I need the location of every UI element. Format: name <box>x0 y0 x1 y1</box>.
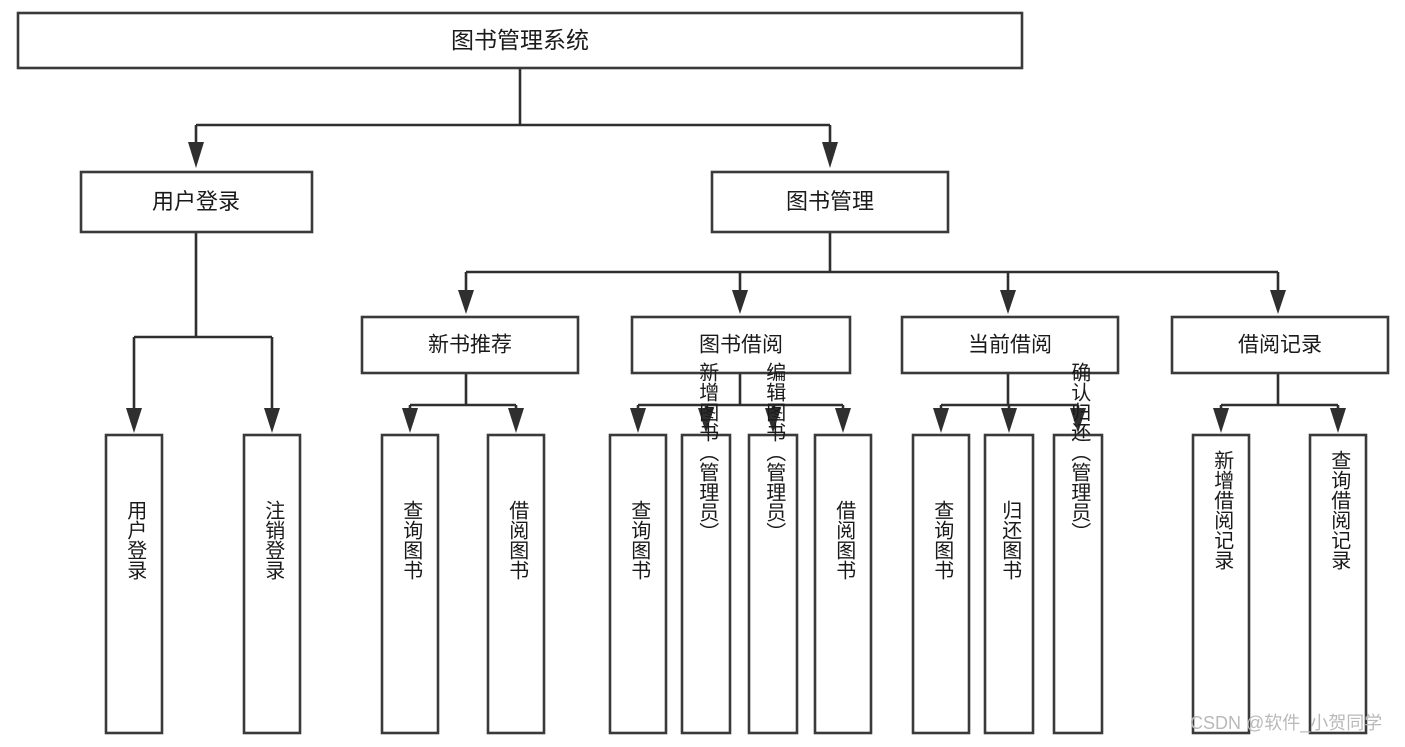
leaf-query-book-1-box[interactable] <box>380 433 440 735</box>
leaf-query-borrow-record-box[interactable] <box>1308 433 1368 735</box>
arrowhead-user-login <box>188 142 204 168</box>
leaf-add-borrow-record[interactable]: 新增借阅记录 <box>1191 433 1251 735</box>
leaf-borrow-book-1-label: 借阅图书 <box>506 500 529 580</box>
leaf-add-borrow-record-box[interactable] <box>1191 433 1251 735</box>
connector-group-current-borrow <box>933 373 1086 433</box>
leaf-edit-book-admin[interactable]: 编辑图书（管理员） <box>747 362 799 735</box>
node-current-borrow[interactable]: 当前借阅 <box>900 315 1120 375</box>
connector-group-new-book-recommend <box>402 373 524 433</box>
connector-group-borrow-record <box>1213 373 1346 433</box>
node-user-login-label: 用户登录 <box>152 189 240 214</box>
connector-group-book-borrow <box>630 373 851 433</box>
arrowhead-leaf-user-login <box>126 408 142 433</box>
leaf-query-book-3-box[interactable] <box>911 433 971 735</box>
arrowhead-book-borrow <box>732 290 748 314</box>
leaf-query-book-3[interactable]: 查询图书 <box>911 433 971 735</box>
node-current-borrow-label: 当前借阅 <box>968 334 1052 357</box>
leaf-add-book-admin-box[interactable] <box>680 433 732 735</box>
leaf-add-book-admin[interactable]: 新增图书（管理员） <box>680 362 732 735</box>
node-book-manage-label: 图书管理 <box>786 189 874 214</box>
leaf-confirm-return-admin[interactable]: 确认归还（管理员） <box>1052 362 1104 735</box>
arrowhead-leaf-logout <box>264 408 280 433</box>
arrowhead-leaf-borrow-book-1 <box>508 408 524 433</box>
leaf-query-borrow-record[interactable]: 查询借阅记录 <box>1308 433 1368 735</box>
arrowhead-new-book-recommend <box>458 290 474 314</box>
node-new-book-recommend-label: 新书推荐 <box>428 334 512 357</box>
leaf-add-book-admin-label: 新增图书（管理员） <box>696 362 719 542</box>
leaf-confirm-return-admin-label: 确认归还（管理员） <box>1068 362 1091 542</box>
arrowhead-leaf-query-book-3 <box>933 408 949 433</box>
node-root[interactable]: 图书管理系统 <box>16 11 1024 70</box>
leaf-query-book-2[interactable]: 查询图书 <box>608 433 668 735</box>
leaf-return-book[interactable]: 归还图书 <box>983 433 1035 735</box>
leaf-user-login-box[interactable] <box>104 433 164 735</box>
leaf-edit-book-admin-box[interactable] <box>747 433 799 735</box>
arrowhead-leaf-confirm-return-admin <box>1070 408 1086 433</box>
node-book-borrow[interactable]: 图书借阅 <box>630 315 852 375</box>
arrowhead-leaf-add-book-admin <box>698 408 714 433</box>
leaf-return-book-box[interactable] <box>983 433 1035 735</box>
node-root-label: 图书管理系统 <box>451 27 589 53</box>
node-root-box[interactable] <box>16 11 1024 70</box>
leaf-user-login-label: 用户登录 <box>124 500 147 580</box>
leaf-borrow-book-2-label: 借阅图书 <box>833 500 856 580</box>
node-borrow-record-box[interactable] <box>1170 315 1390 375</box>
leaf-query-book-3-label: 查询图书 <box>931 500 954 580</box>
leaf-edit-book-admin-label: 编辑图书（管理员） <box>763 362 786 542</box>
node-book-manage-box[interactable] <box>710 170 950 234</box>
leaf-query-book-1[interactable]: 查询图书 <box>380 433 440 735</box>
arrowhead-leaf-edit-book-admin <box>765 408 781 433</box>
leaf-logout[interactable]: 注销登录 <box>242 433 302 735</box>
leaf-user-login[interactable]: 用户登录 <box>104 433 164 735</box>
leaf-borrow-book-2[interactable]: 借阅图书 <box>813 433 873 735</box>
arrowhead-borrow-record <box>1270 290 1286 314</box>
arrowhead-leaf-add-borrow-record <box>1213 408 1229 433</box>
leaf-query-borrow-record-label: 查询借阅记录 <box>1328 450 1351 570</box>
connector-group-root <box>188 68 838 168</box>
leaf-borrow-book-1[interactable]: 借阅图书 <box>486 433 546 735</box>
node-book-manage[interactable]: 图书管理 <box>710 170 950 234</box>
node-borrow-record-label: 借阅记录 <box>1238 334 1322 357</box>
arrowhead-current-borrow <box>1000 290 1016 314</box>
node-book-borrow-box[interactable] <box>630 315 852 375</box>
arrowhead-leaf-borrow-book-2 <box>835 408 851 433</box>
arrowhead-leaf-query-book-2 <box>630 408 646 433</box>
node-book-borrow-label: 图书借阅 <box>699 334 783 357</box>
arrowhead-leaf-query-book-1 <box>402 408 418 433</box>
node-user-login[interactable]: 用户登录 <box>79 170 314 234</box>
leaf-logout-box[interactable] <box>242 433 302 735</box>
leaf-query-book-2-box[interactable] <box>608 433 668 735</box>
node-borrow-record[interactable]: 借阅记录 <box>1170 315 1390 375</box>
leaf-borrow-book-2-box[interactable] <box>813 433 873 735</box>
leaf-logout-label: 注销登录 <box>262 500 285 580</box>
leaf-return-book-label: 归还图书 <box>999 500 1022 580</box>
leaf-query-book-2-label: 查询图书 <box>628 500 651 580</box>
arrowhead-book-manage <box>822 142 838 168</box>
connector-group-book-manage <box>458 232 1286 314</box>
leaf-borrow-book-1-box[interactable] <box>486 433 546 735</box>
arrowhead-leaf-query-borrow-record <box>1330 408 1346 433</box>
connector-group-user-login <box>126 232 280 433</box>
node-new-book-recommend-box[interactable] <box>360 315 580 375</box>
node-new-book-recommend[interactable]: 新书推荐 <box>360 315 580 375</box>
node-current-borrow-box[interactable] <box>900 315 1120 375</box>
arrowhead-leaf-return-book <box>1001 408 1017 433</box>
leaf-confirm-return-admin-box[interactable] <box>1052 433 1104 735</box>
node-user-login-box[interactable] <box>79 170 314 234</box>
leaf-add-borrow-record-label: 新增借阅记录 <box>1211 450 1234 570</box>
leaf-query-book-1-label: 查询图书 <box>400 500 423 580</box>
